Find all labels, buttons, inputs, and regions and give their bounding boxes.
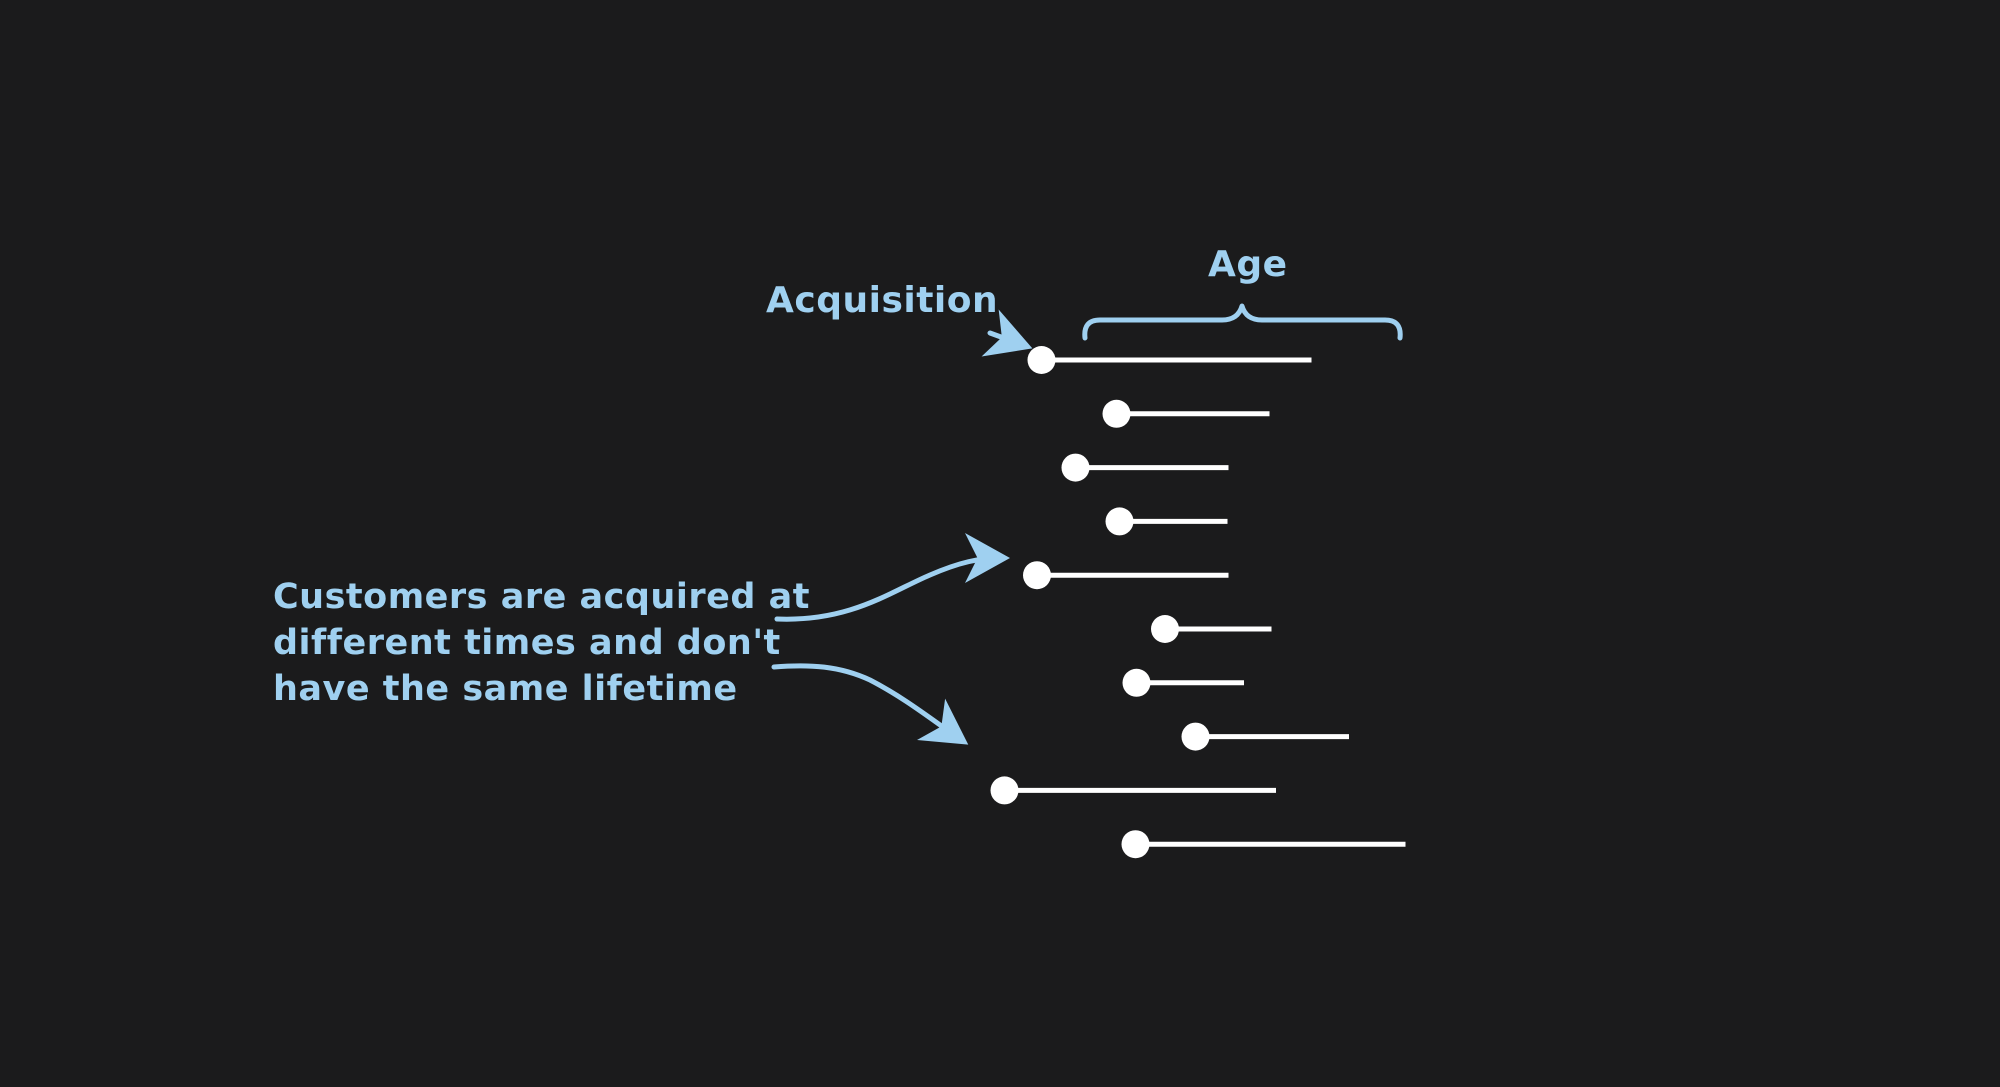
acquisition-arrow [981, 309, 1033, 357]
customer-acquisition-dot [990, 776, 1019, 805]
customer-acquisition-dot [1181, 722, 1210, 751]
customer-acquisition-dot [1151, 615, 1179, 643]
note-arrow-lower [771, 663, 969, 745]
age-label: Age [1208, 244, 1288, 285]
customer-acquisition-dot [1061, 453, 1090, 482]
customer-acquisition-dot [1121, 830, 1150, 859]
age-brace [1082, 303, 1403, 341]
explanation-note: Customers are acquired at different time… [273, 574, 810, 712]
note-arrow-upper [774, 533, 1010, 622]
note-line-2: different times and don't [273, 623, 781, 663]
acquisition-label: Acquisition [766, 280, 999, 321]
note-line-1: Customers are acquired at [273, 577, 810, 617]
customer-acquisition-dot [1102, 399, 1131, 428]
customer-acquisition-dot [1105, 507, 1134, 536]
customer-acquisition-dot [1023, 561, 1051, 590]
note-line-3: have the same lifetime [273, 669, 738, 709]
customer-acquisition-dot [1122, 668, 1151, 697]
customer-lifetime-rows [990, 346, 1406, 859]
customer-acquisition-dot [1027, 346, 1056, 374]
